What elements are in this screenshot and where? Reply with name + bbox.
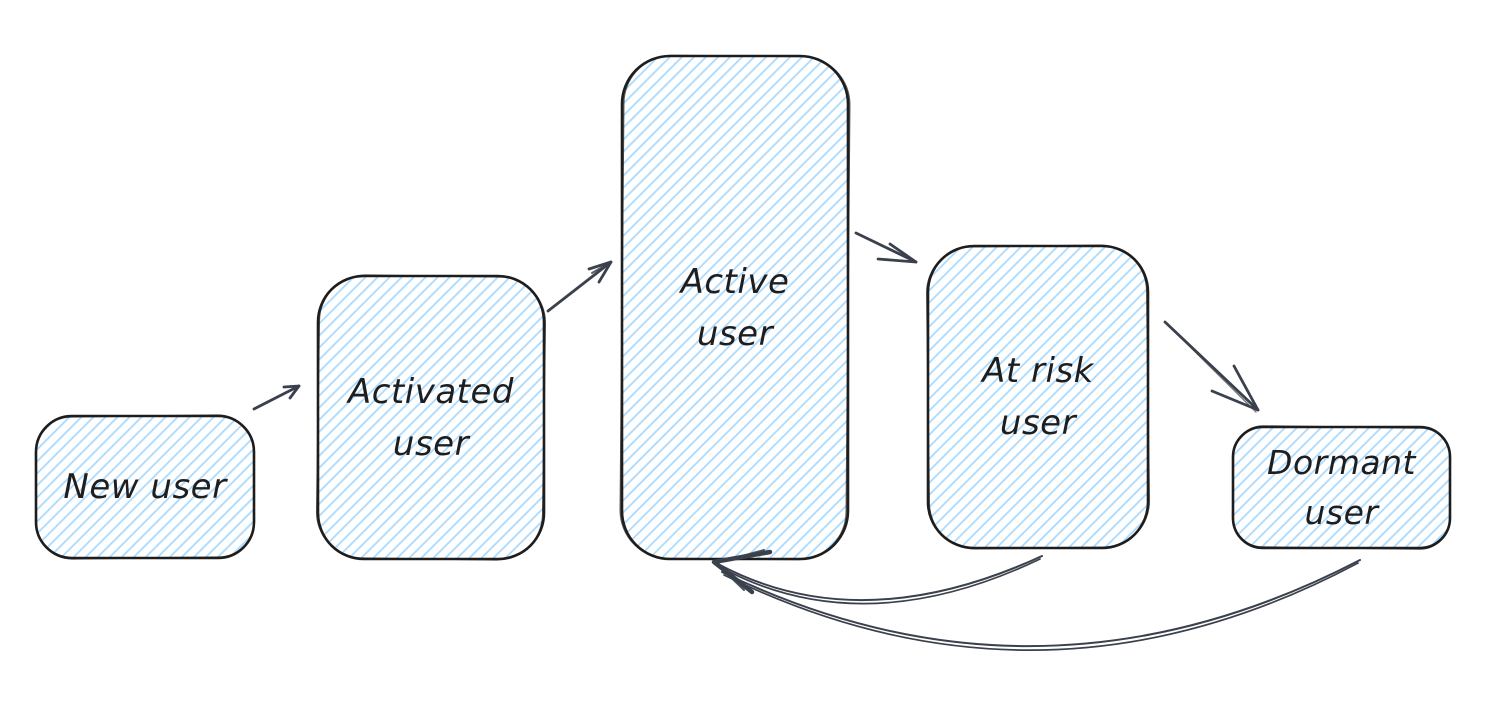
node-at-risk-user[interactable] — [926, 244, 1150, 550]
node-new-user[interactable] — [34, 414, 256, 560]
arrow-active-to-at-risk[interactable] — [854, 231, 918, 264]
arrow-activated-to-active[interactable] — [546, 260, 613, 313]
node-dormant-user[interactable] — [1231, 425, 1452, 550]
arrow-dormant-back-to-active[interactable] — [721, 559, 1361, 651]
node-active-user[interactable] — [619, 54, 851, 561]
arrow-new-to-activated[interactable] — [252, 384, 301, 411]
node-activated-user[interactable] — [315, 274, 547, 561]
return-arrowhead — [711, 549, 773, 595]
arrow-at-risk-to-dormant[interactable] — [1163, 320, 1260, 413]
arrow-at-risk-back-to-active[interactable] — [717, 555, 1043, 605]
